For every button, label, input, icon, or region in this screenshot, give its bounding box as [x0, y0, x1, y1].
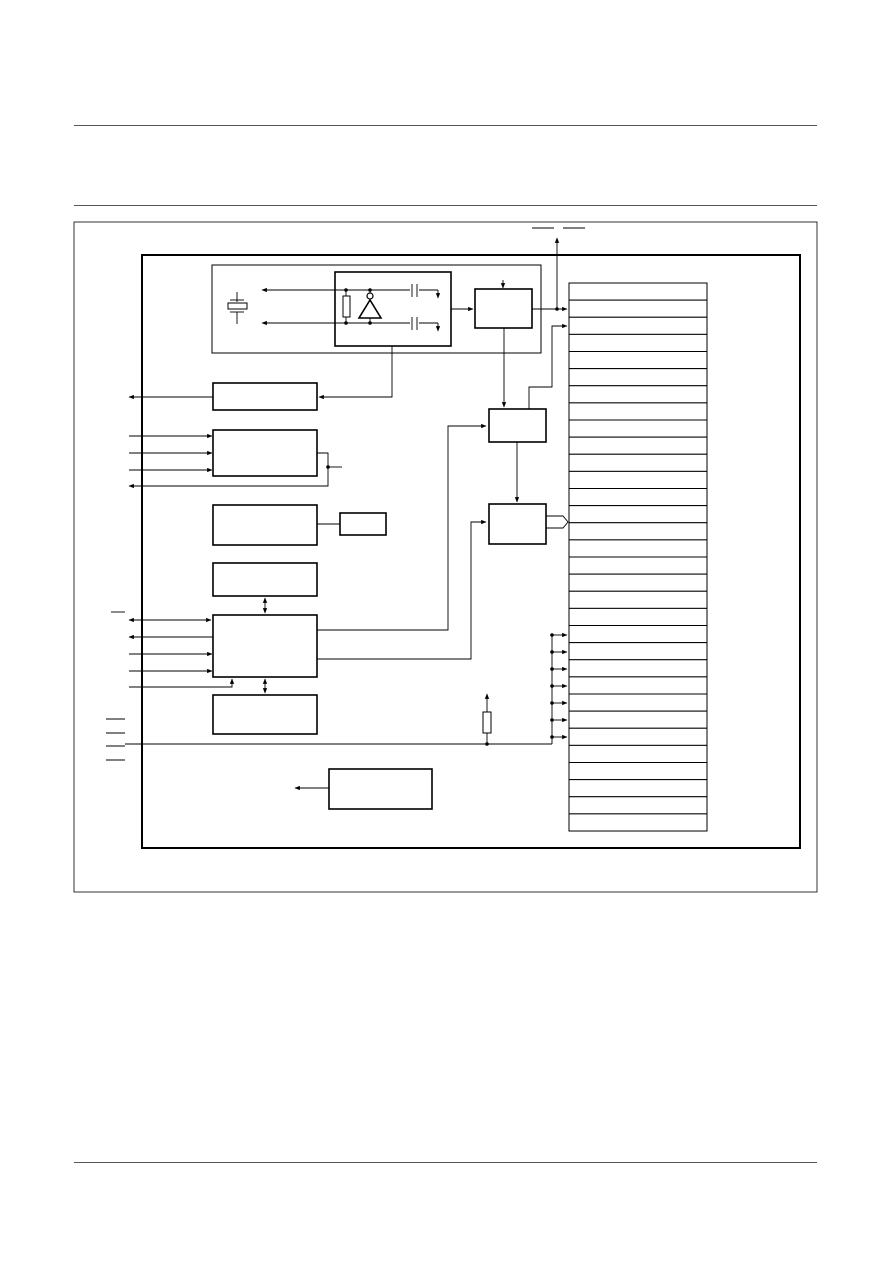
register-row	[568, 556, 708, 575]
register-row	[568, 607, 708, 627]
address-register-block	[212, 694, 318, 735]
chip-outline	[141, 254, 801, 849]
register-row	[568, 813, 708, 832]
register-row	[568, 385, 708, 404]
footer-rule	[74, 1162, 817, 1163]
osc-to-clkout	[318, 346, 393, 400]
int-out	[128, 452, 329, 489]
header-rule	[74, 125, 817, 126]
register-row	[568, 470, 708, 490]
resistor-icon	[342, 288, 351, 325]
section-rule	[74, 205, 817, 206]
power-on-reset-block	[328, 768, 433, 810]
junction-dot	[550, 701, 554, 705]
register-row	[568, 368, 708, 387]
register-row	[568, 762, 708, 781]
divider-block	[474, 288, 533, 329]
register-row	[568, 505, 708, 524]
register-row	[568, 299, 708, 318]
register-row	[568, 488, 708, 507]
control-block	[212, 562, 318, 597]
junction-dot	[550, 650, 554, 654]
serial-to-counter	[317, 423, 487, 631]
junction-dot	[550, 718, 554, 722]
register-row	[568, 590, 708, 609]
register-row	[568, 539, 708, 558]
register-row	[568, 796, 708, 815]
serial-to-decoder	[317, 519, 487, 660]
register-row	[568, 402, 708, 421]
counter-to-register	[528, 323, 568, 409]
junction-dot	[550, 667, 554, 671]
crystal-icon	[227, 292, 248, 324]
register-row	[568, 453, 708, 472]
register-row	[568, 282, 708, 301]
register-row	[568, 625, 708, 644]
register-row	[568, 779, 708, 798]
register-row	[568, 693, 708, 712]
timer-small-block	[339, 512, 387, 536]
junction-dot	[550, 633, 554, 637]
serial-pin-5	[129, 678, 235, 688]
clock-output-block	[212, 382, 318, 411]
figure-frame	[73, 221, 818, 893]
inverter-icon	[357, 288, 383, 325]
register-row	[568, 710, 708, 729]
oscillator-core	[334, 271, 452, 347]
register-decoder-block	[488, 503, 547, 545]
register-row	[568, 659, 708, 678]
register-row	[568, 419, 708, 438]
register-row	[568, 744, 708, 764]
junction-dot	[550, 735, 554, 739]
register-row	[568, 676, 708, 695]
decoder-bus-arrow	[546, 515, 569, 529]
register-row	[568, 436, 708, 455]
capacitor-icon	[410, 284, 419, 330]
register-row	[568, 727, 708, 746]
register-row	[568, 642, 708, 661]
register-file	[568, 282, 708, 832]
interrupt-block	[212, 429, 318, 477]
junction-dot	[550, 684, 554, 688]
register-row	[568, 316, 708, 335]
serial-interface-block	[212, 614, 318, 678]
timer-block	[212, 504, 318, 546]
register-row	[568, 522, 708, 541]
register-row	[568, 573, 708, 592]
register-row	[568, 333, 708, 353]
register-row	[568, 351, 708, 370]
counter-block	[488, 408, 547, 443]
pullup-resistor-icon	[482, 693, 492, 746]
